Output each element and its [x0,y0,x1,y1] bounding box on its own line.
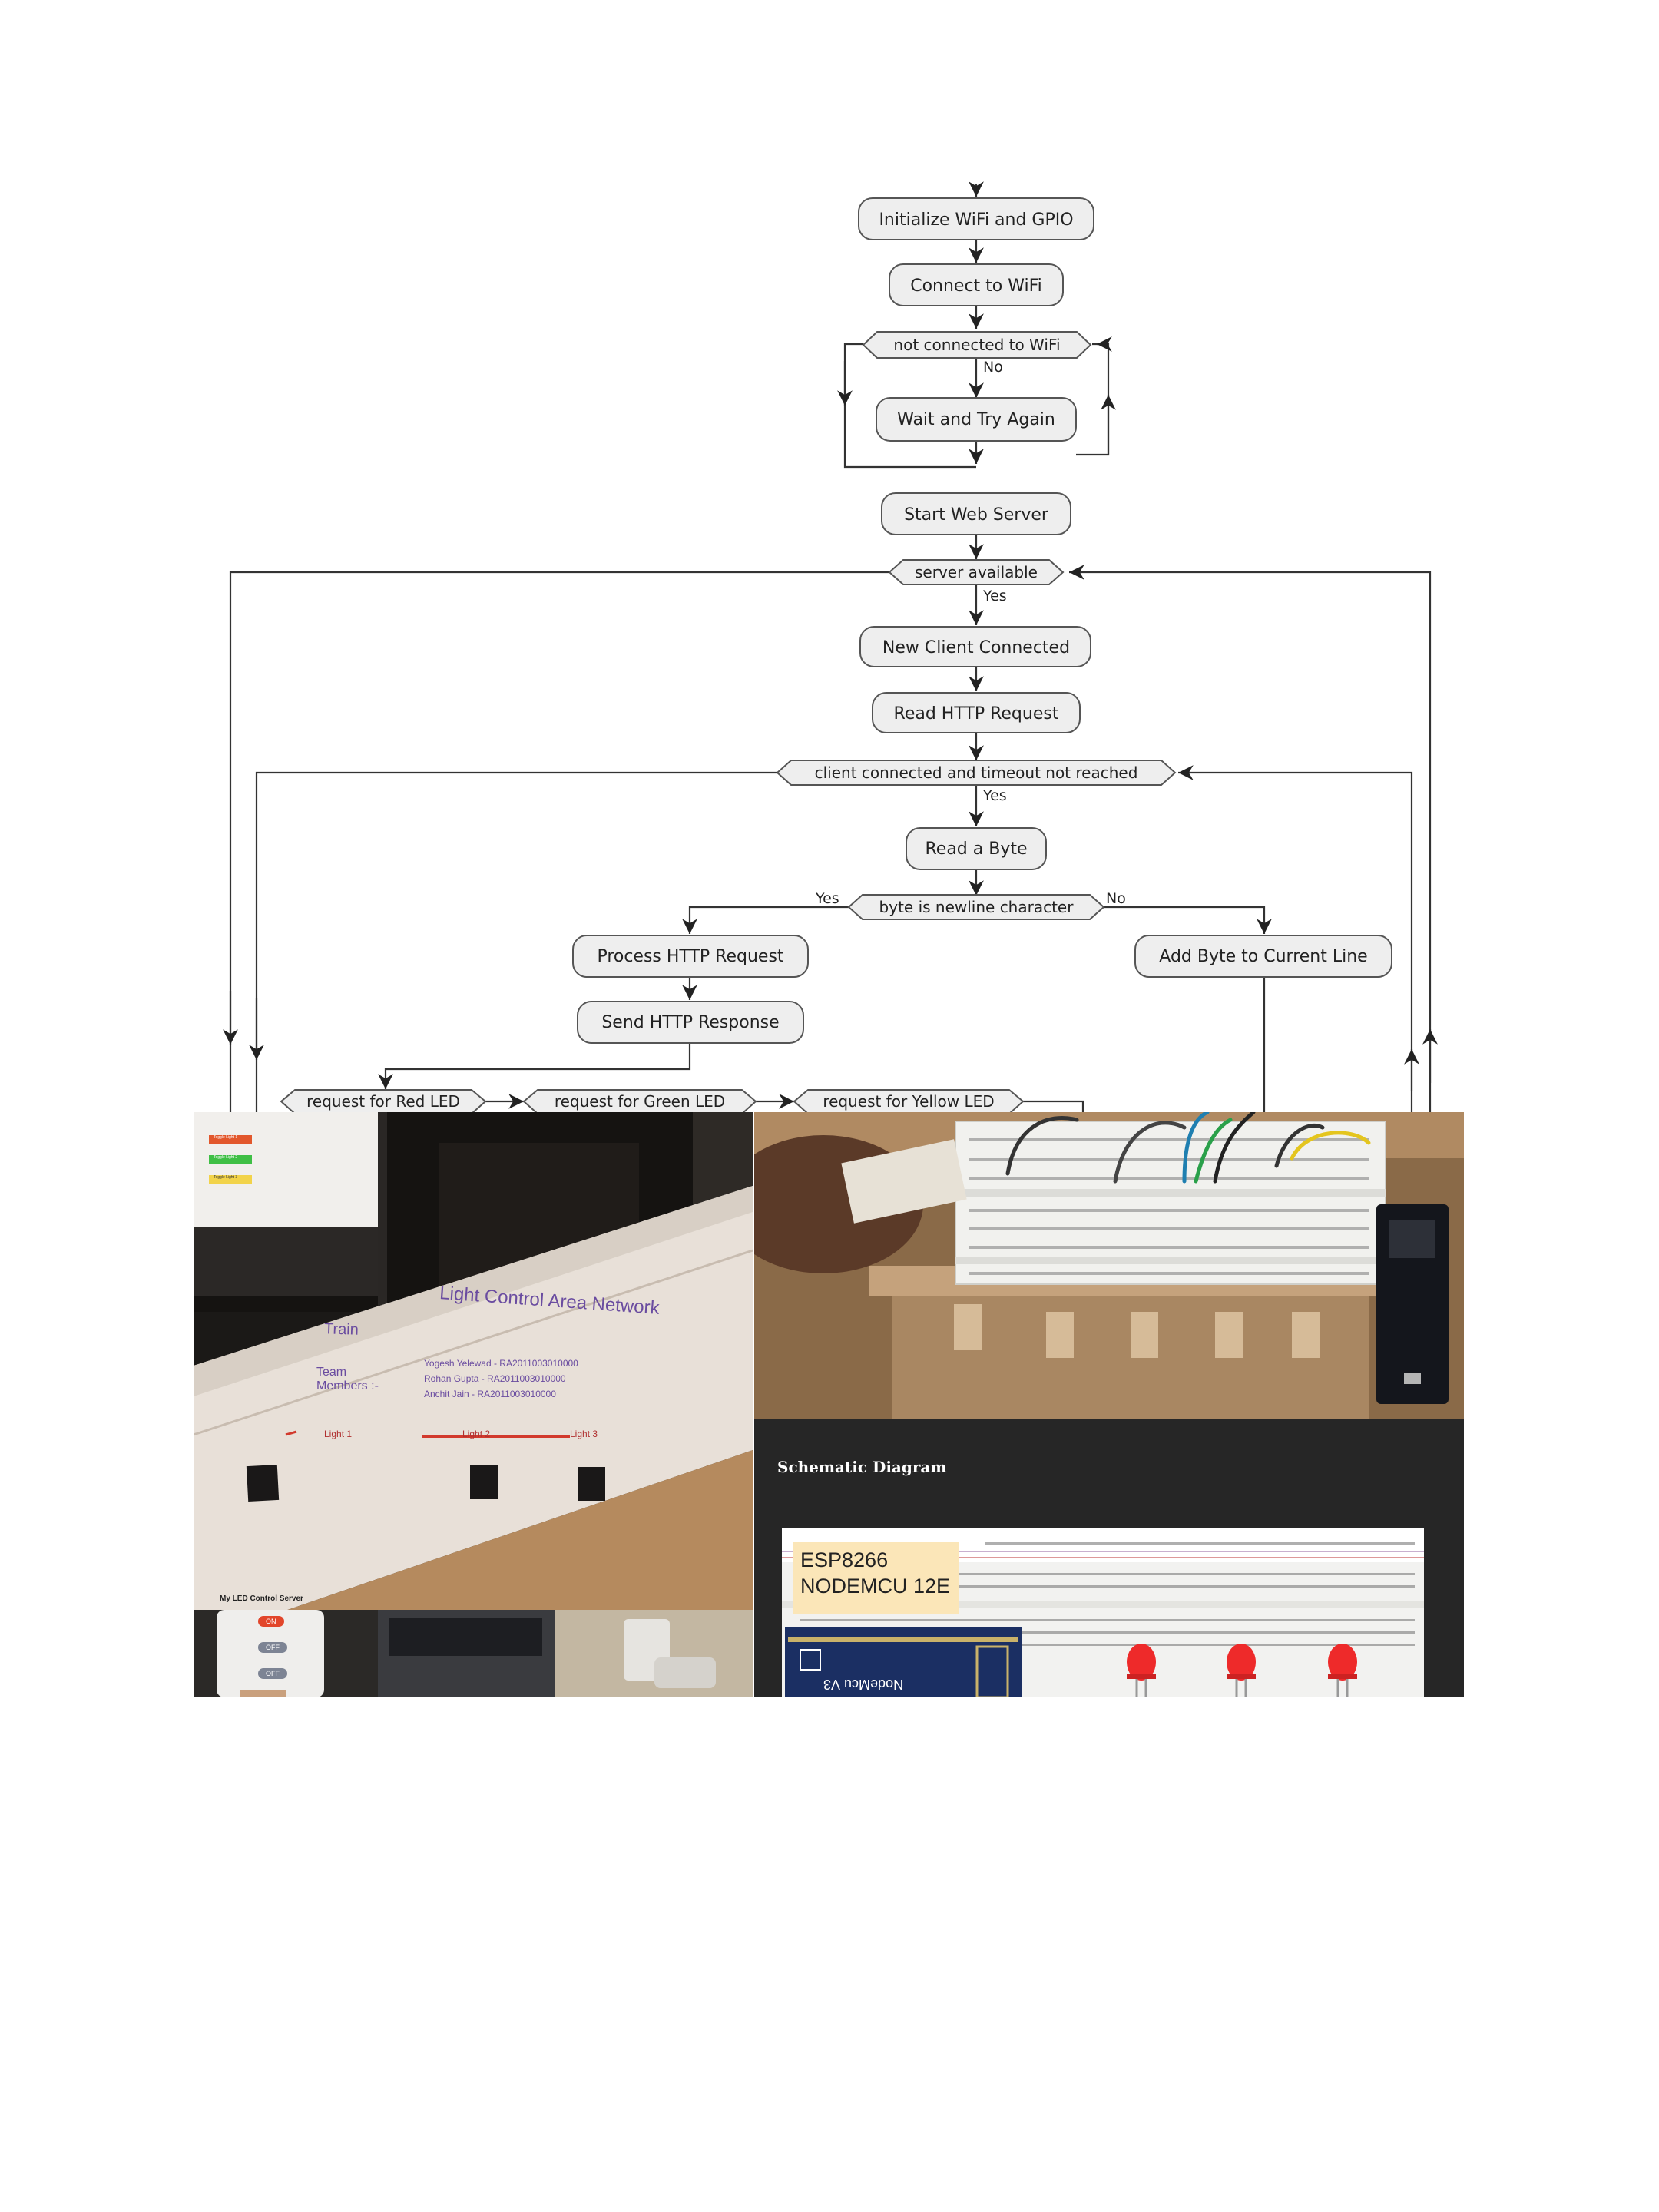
node-read-byte [906,827,1047,870]
node-add-byte [1134,935,1392,978]
decision-green-label: request for Green LED [555,1092,725,1111]
decision-yellow-label: request for Yellow LED [823,1092,994,1111]
edge-label-yes: Yes [815,890,839,907]
schematic-title: Schematic Diagram [777,1458,947,1476]
node-process [572,935,809,978]
decision-red-label: request for Red LED [306,1092,460,1111]
node-start-server-label: Start Web Server [904,505,1049,525]
poster-member-3: Anchit Jain - RA2011003010000 [424,1389,556,1399]
node-connect [889,263,1064,306]
poster-train: Train [323,1320,359,1339]
decision-not-connected-label: not connected to WiFi [893,336,1060,354]
node-read-request-label: Read HTTP Request [894,704,1059,724]
phone-off-button: OFF [258,1668,287,1679]
collage-illustration [194,1112,753,1697]
poster-light-2: Light 2 [462,1429,491,1439]
phone-off-button: OFF [258,1642,287,1653]
poster-team-label: Team Members :- [316,1366,379,1392]
phone-on-button: ON [258,1616,284,1627]
toggle-button-3: Toggle Light 3 [214,1175,238,1180]
decision-newline-label: byte is newline character [879,898,1075,916]
toggle-button-2: Toggle Light 2 [214,1155,238,1160]
node-new-client-label: New Client Connected [882,638,1070,657]
edge-label-no: No [983,359,1003,376]
breadboard-photo [754,1112,1464,1419]
phone-app-title: My LED Control Server [220,1594,303,1603]
flowchart: Initialize WiFi and GPIO Connect to WiFi… [223,181,1438,1114]
decision-client-connected-label: client connected and timeout not reached [815,763,1138,782]
node-init [858,197,1094,240]
node-start-server [881,492,1071,535]
node-wait-label: Wait and Try Again [897,410,1055,429]
esp8266-label-line2: NODEMCU 12E [800,1575,951,1598]
schematic-panel: Schematic Diagram [754,1419,1464,1697]
node-add-byte-label: Add Byte to Current Line [1159,947,1367,966]
poster-light-1: Light 1 [324,1429,353,1439]
toggle-button-1: Toggle Light 1 [214,1135,238,1140]
node-wait [876,397,1077,442]
decision-newline [847,894,1105,920]
poster-member-2: Rohan Gupta - RA2011003010000 [424,1373,566,1384]
decision-client-connected [776,760,1177,786]
edge-label-no: No [1106,890,1126,907]
edge-label-yes: Yes [982,787,1007,804]
node-send [577,1001,804,1044]
node-init-label: Initialize WiFi and GPIO [879,210,1073,230]
node-process-label: Process HTTP Request [597,947,783,966]
poster-member-1: Yogesh Yelewad - RA2011003010000 [424,1358,578,1369]
esp8266-label: ESP8266 NODEMCU 12E [793,1542,959,1614]
node-send-label: Send HTTP Response [601,1013,779,1032]
decision-server-available [888,559,1065,585]
edge-label-yes: Yes [982,588,1007,604]
poster-light-3: Light 3 [570,1429,598,1439]
breadboard-illustration [754,1112,1464,1419]
node-read-request [872,692,1081,733]
esp8266-label-line1: ESP8266 [800,1548,889,1571]
decision-not-connected [862,331,1092,359]
node-new-client [859,626,1091,667]
node-connect-label: Connect to WiFi [910,276,1042,296]
project-photo-collage: Toggle Light 1 Toggle Light 2 Toggle Lig… [194,1112,753,1697]
decision-server-available-label: server available [915,563,1038,581]
schematic-illustration [782,1528,1424,1697]
nodemcu-board-text: NodeMcu V3 [823,1677,904,1692]
node-read-byte-label: Read a Byte [925,839,1027,859]
